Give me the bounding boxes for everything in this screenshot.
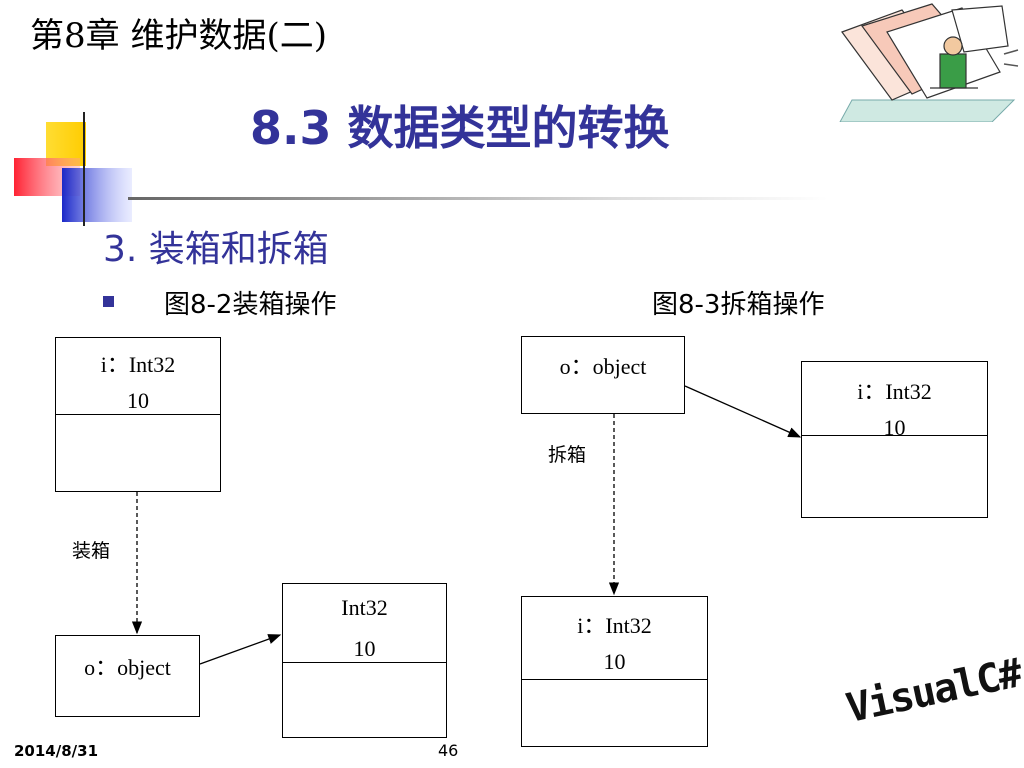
stack-variable-label: i：Int32 (100, 352, 176, 377)
object-reference-label: o：object (84, 655, 171, 680)
color-squares-decoration (14, 112, 140, 226)
unbox-object-box: o：object (521, 336, 685, 414)
unbox-heap-value: 10 (883, 415, 906, 440)
object-reference-box: o：object (55, 635, 200, 717)
unbox-heap-box: i：Int32 10 (801, 361, 988, 518)
unbox-result-box: i：Int32 10 (521, 596, 708, 747)
unboxing-label: 拆箱 (548, 444, 587, 466)
chapter-title: 第8章 维护数据(二) (30, 16, 327, 56)
figure-caption-unboxing: 图8-3拆箱操作 (652, 290, 825, 320)
stack-variable-value: 10 (127, 388, 149, 413)
boxed-value: 10 (353, 636, 376, 661)
unbox-object-label: o：object (559, 354, 647, 379)
unbox-result-label: i：Int32 (577, 613, 652, 638)
boxed-type-label: Int32 (341, 595, 388, 620)
papers-person-icon (839, 3, 1019, 122)
boxing-ref-arrow (199, 634, 282, 665)
unboxing-ref-arrow (684, 385, 802, 438)
page-number: 46 (438, 741, 459, 760)
section-title: 8.3 数据类型的转换 (250, 101, 670, 155)
footer-date: 2014/8/31 (14, 742, 99, 760)
unbox-result-value: 10 (603, 649, 626, 674)
subheading: 3. 装箱和拆箱 (103, 229, 329, 270)
boxed-heap-box: Int32 10 (282, 583, 447, 738)
stack-variable-box: i：Int32 10 (55, 337, 221, 492)
title-rule (128, 197, 828, 200)
figure-caption-boxing: 图8-2装箱操作 (164, 290, 337, 320)
boxing-label: 装箱 (72, 540, 111, 562)
bullet-marker (103, 296, 114, 307)
unbox-heap-label: i：Int32 (857, 379, 932, 404)
